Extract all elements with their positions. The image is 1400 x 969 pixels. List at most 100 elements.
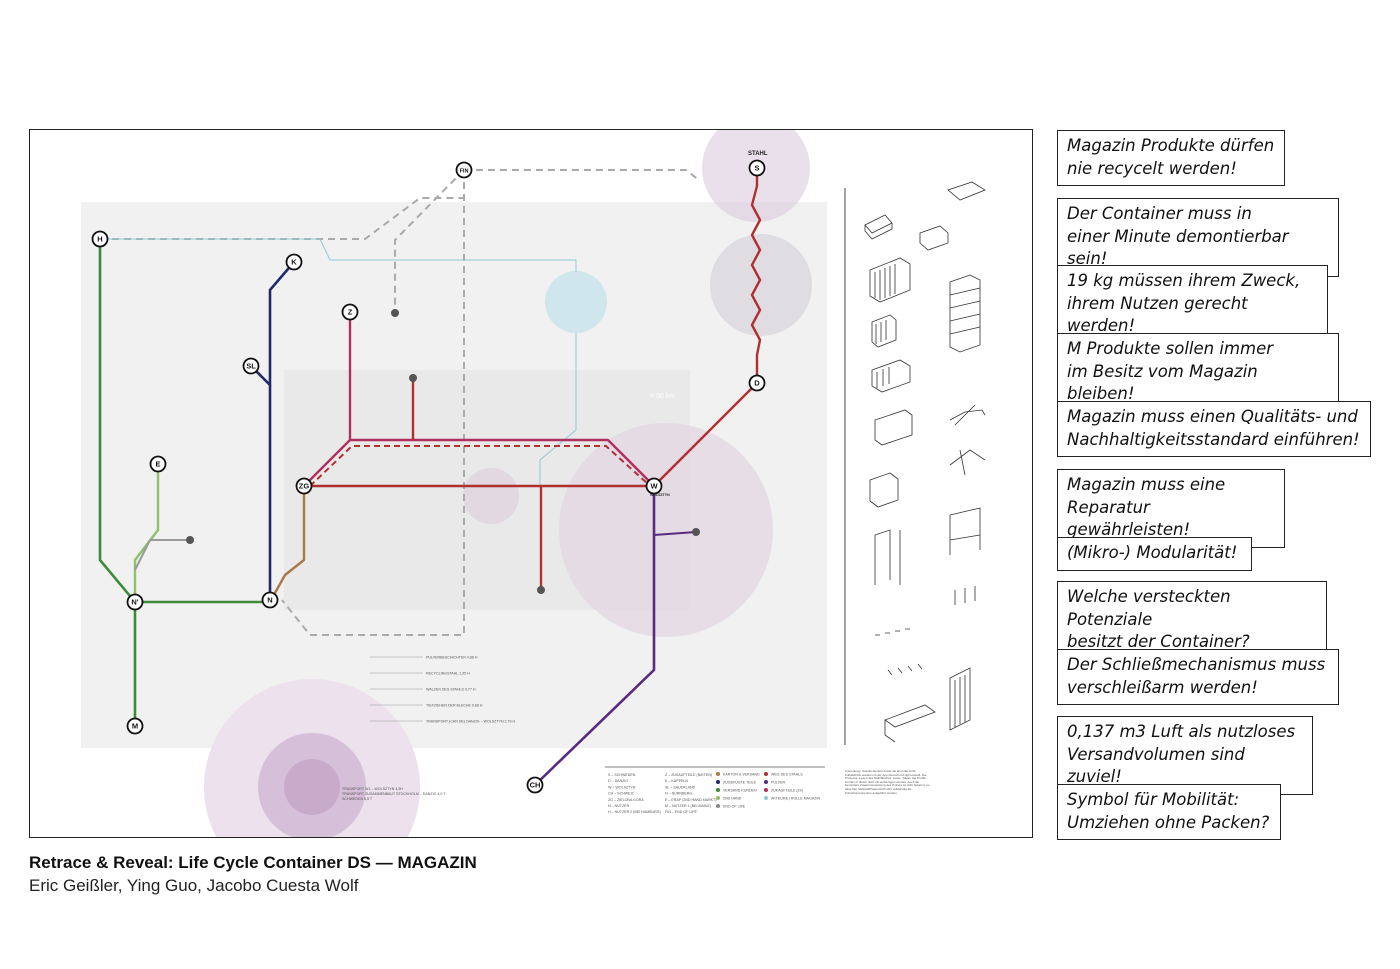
station-zg: ZG — [295, 477, 313, 495]
station-code: FIN — [460, 169, 469, 175]
legend-station-entry: Z – ZUKAUFTEILE (NIETEN) — [665, 773, 712, 777]
line-end-of-life — [134, 539, 190, 571]
note-standard: Magazin muss einen Qualitäts- und Nachha… — [1057, 401, 1371, 457]
bolt-sketch — [875, 628, 910, 636]
station-n: N — [261, 591, 279, 609]
grid-sketch — [949, 667, 971, 731]
station-marker — [242, 357, 260, 375]
emission-note: RECYCLINGSTAHL 1,95 H — [426, 672, 470, 676]
legend-swatch — [764, 780, 768, 784]
station-e: E — [149, 455, 167, 473]
station-code: M — [132, 722, 138, 731]
station-ch: CH — [526, 776, 544, 794]
legend-station-entry: D – DANZIG — [608, 779, 628, 783]
station-marker — [526, 776, 544, 794]
cube-frame-sketch — [869, 472, 899, 508]
caption-title: Retrace & Reveal: Life Cycle Container D… — [29, 853, 477, 872]
station-z: Z — [341, 303, 359, 321]
station-marker — [285, 253, 303, 271]
note-demontage: Der Container muss in einer Minute demon… — [1057, 198, 1339, 277]
legend-line-entry: VERSAND KUNDEN — [723, 788, 757, 792]
legend-line-entry: 2ND HAND — [723, 796, 742, 800]
station-code: SL — [246, 362, 256, 371]
legend-station-entry: K – KAPPELN — [665, 779, 688, 783]
wolsztyn-label: WOLSZTYN — [650, 493, 670, 497]
container-sketch — [871, 314, 897, 348]
station-w: W — [645, 477, 663, 495]
line-zukauf — [303, 438, 655, 487]
note-besitz: M Produkte sollen immer im Besitz vom Ma… — [1057, 333, 1339, 412]
line-kappeln — [268, 261, 295, 602]
station-code: K — [291, 258, 297, 267]
legend-station-entry: M – NUTZER 1 (BEI MAINZ) — [665, 804, 711, 808]
station-fin: FIN — [455, 161, 473, 179]
caption: Retrace & Reveal: Life Cycle Container D… — [29, 853, 477, 896]
pin-sketch — [954, 586, 976, 605]
emission-note: PULVERBESCHICHTEN 4,88 H — [426, 656, 478, 660]
station-m: M — [126, 717, 144, 735]
legend-station-entry: ZG – ZIELONA GORA — [608, 798, 644, 802]
transit-map-diagram: < 50 km — [81, 130, 986, 837]
transport-note: TRANSPORT W1 – WOLSZTYN 4,5H — [342, 787, 403, 791]
station-code: Z — [348, 308, 353, 317]
actor-line — [100, 238, 577, 272]
station-np: N' — [126, 593, 144, 611]
legend-line-entry: END OF LIFE — [723, 804, 746, 808]
legend-swatch — [716, 788, 720, 792]
legend-line-entry: WEG DES STAHLS — [771, 772, 803, 776]
note-reparatur: Magazin muss eine Reparatur gewährleiste… — [1057, 469, 1285, 548]
container-sketch — [871, 359, 911, 393]
legend-station-entry: N – NUTZER — [608, 804, 630, 808]
note-potenziale: Welche versteckten Potenziale besitzt de… — [1057, 581, 1327, 660]
note-versandvolumen: 0,137 m3 Luft als nutzloses Versandvolum… — [1057, 716, 1313, 795]
note-mobilitaet: Symbol für Mobilität: Umziehen ohne Pack… — [1057, 784, 1281, 840]
legend-station-entry: SL – SAUERLAND — [665, 785, 696, 789]
transport-note: SCHWEDEN 6,5 T — [342, 797, 373, 801]
transport-note: TRANSPORT ZUSAMMENBAUT STOCKHOLM – DANZI… — [342, 792, 446, 796]
caption-authors: Eric Geißler, Ying Guo, Jacobo Cuesta Wo… — [29, 876, 359, 895]
zone-label: < 50 km — [650, 393, 675, 400]
ladder-sketch — [874, 529, 901, 585]
legend-swatch — [716, 780, 720, 784]
station-marker — [261, 591, 279, 609]
legend-station-entry: H – NUTZER 2 (BEI HAMBURG) — [608, 810, 661, 814]
poster-map: < 50 km — [29, 129, 1033, 838]
line-pulver — [534, 486, 656, 786]
annotation-note: Anmerkung: Sowohl die Eco-Costs als auch… — [845, 770, 929, 794]
station-k: K — [285, 253, 303, 271]
legend-station-entry: S – SCHWEDEN — [608, 773, 636, 777]
line-karton — [268, 486, 306, 603]
line-pulver-branch — [653, 531, 697, 536]
station-marker — [149, 455, 167, 473]
legend-swatch — [716, 772, 720, 776]
note-schliessmechanismus: Der Schließmechanismus muss verschleißar… — [1057, 649, 1339, 705]
shelf-stack-sketch — [949, 274, 981, 353]
emission-circles — [204, 130, 812, 837]
station-s: S — [748, 159, 766, 177]
station-code: CH — [530, 781, 541, 790]
legend-station-entry: N – NÜRNBERG — [665, 792, 692, 796]
note-modularitaet: (Mikro-) Modularität! — [1057, 537, 1252, 571]
line-zukauf-dashed — [309, 445, 649, 487]
screw-sketch — [887, 663, 923, 676]
legend-line-entry: AKTEURE | ROLLE MAGAZIN — [771, 796, 820, 800]
station-marker — [748, 374, 766, 392]
lid-sketch — [947, 181, 986, 201]
station-code: N' — [131, 598, 138, 607]
legend-station-entry: E – ERAP (2ND HAND MARKT) — [665, 798, 716, 802]
line-versand-kunden — [98, 239, 270, 604]
note-gewicht: 19 kg müssen ihrem Zweck, ihrem Nutzen g… — [1057, 265, 1328, 344]
product-sketches — [864, 181, 986, 743]
station-code: E — [155, 460, 160, 469]
stations: H K SL Z E N' N M ZG W D S FIN CH — [91, 159, 766, 794]
station-d: D — [748, 374, 766, 392]
legend-swatch — [764, 788, 768, 792]
emission-circle — [284, 759, 340, 815]
emission-note: TRANSPORT (CAN DE) DANZIG – WOLSZTYN 2,7… — [426, 720, 516, 724]
ladder-sketch — [949, 507, 981, 555]
station-h: H — [91, 230, 109, 248]
end-dot — [186, 536, 194, 544]
station-marker — [295, 477, 313, 495]
cover-sketch — [919, 225, 949, 251]
legend-station-entry: CH – SCHWEIZ — [608, 792, 635, 796]
